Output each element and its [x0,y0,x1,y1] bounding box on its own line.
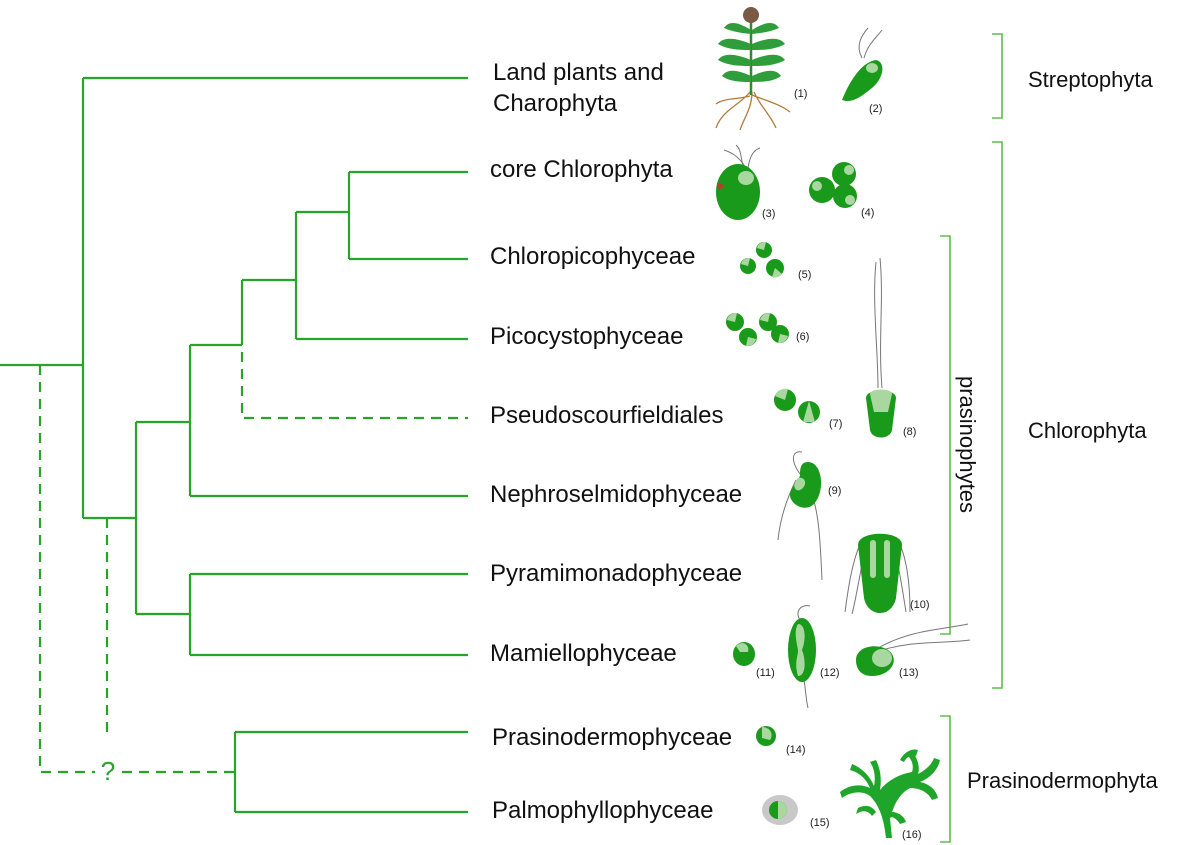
num-8: (8) [903,426,916,438]
group-brackets [940,33,1003,843]
tree-branches-uncertain: ? [38,352,468,786]
label-land-plants-line1: Land plants and [493,59,664,86]
label-pyramimonadophyceae: Pyramimonadophyceae [490,560,742,587]
cell-illustration-11 [733,642,755,666]
num-2: (2) [869,103,882,115]
label-prasinodermophyta: Prasinodermophyta [967,768,1159,793]
label-land-plants-line2: Charophyta [493,90,618,117]
cell-illustration-13 [856,623,971,676]
cell-illustration-3 [716,144,761,220]
cell-illustration-4 [809,162,857,208]
branch-pseudoscourf-dashed [240,352,468,420]
label-prasinophytes: prasinophytes [955,376,980,513]
num-16: (16) [902,829,922,841]
num-10: (10) [910,599,930,611]
tree-branches [0,76,468,814]
num-5: (5) [798,269,811,281]
label-nephroselmidophyceae: Nephroselmidophyceae [490,481,742,508]
label-streptophyta: Streptophyta [1028,67,1154,92]
land-plant-illustration [715,7,791,131]
num-7: (7) [829,418,842,430]
num-6: (6) [796,331,809,343]
num-9: (9) [828,485,841,497]
label-chlorophyta: Chlorophyta [1028,418,1147,443]
label-mamiellophyceae: Mamiellophyceae [490,640,677,667]
num-4: (4) [861,207,874,219]
label-picocystophyceae: Picocystophyceae [490,323,683,350]
num-13: (13) [899,667,919,679]
cell-illustration-12 [788,605,816,709]
cell-illustration-10 [844,533,911,615]
cell-illustration-7 [774,388,820,423]
label-pseudoscourfieldiales: Pseudoscourfieldiales [490,402,723,429]
label-chloropicophyceae: Chloropicophyceae [490,243,695,270]
taxon-labels: Land plants and Charophyta core Chloroph… [490,59,742,824]
cell-illustrations [715,7,971,838]
cell-illustration-15 [762,795,798,825]
label-palmophyllophyceae: Palmophyllophyceae [492,797,713,824]
bracket-streptophyta [992,33,1003,119]
num-14: (14) [786,744,806,756]
bracket-chlorophyta [992,141,1003,689]
num-11: (11) [756,667,775,679]
num-1: (1) [794,88,807,100]
cell-illustration-9 [777,451,823,581]
num-3: (3) [762,208,775,220]
bracket-prasinodermophyta [940,715,951,843]
group-labels: Streptophyta Chlorophyta Prasinodermophy… [955,67,1159,793]
label-core-chlorophyta: core Chlorophyta [490,156,673,183]
branch-root-alt-dashed [38,365,95,774]
cell-illustration-6 [726,312,789,347]
cell-illustration-5 [740,241,784,278]
cell-illustration-2 [842,27,883,102]
bracket-prasinophytes [940,235,951,635]
cell-illustration-8 [866,257,896,438]
cell-illustration-14 [756,726,776,746]
label-prasinodermophyceae: Prasinodermophyceae [492,724,732,751]
illustration-numbers: (1) (2) (3) (4) (5) (6) (7) (8) (9) (10)… [756,88,930,841]
num-15: (15) [810,817,830,829]
uncertain-question-mark: ? [101,756,115,786]
num-12: (12) [820,667,840,679]
cell-illustration-16 [840,749,940,838]
